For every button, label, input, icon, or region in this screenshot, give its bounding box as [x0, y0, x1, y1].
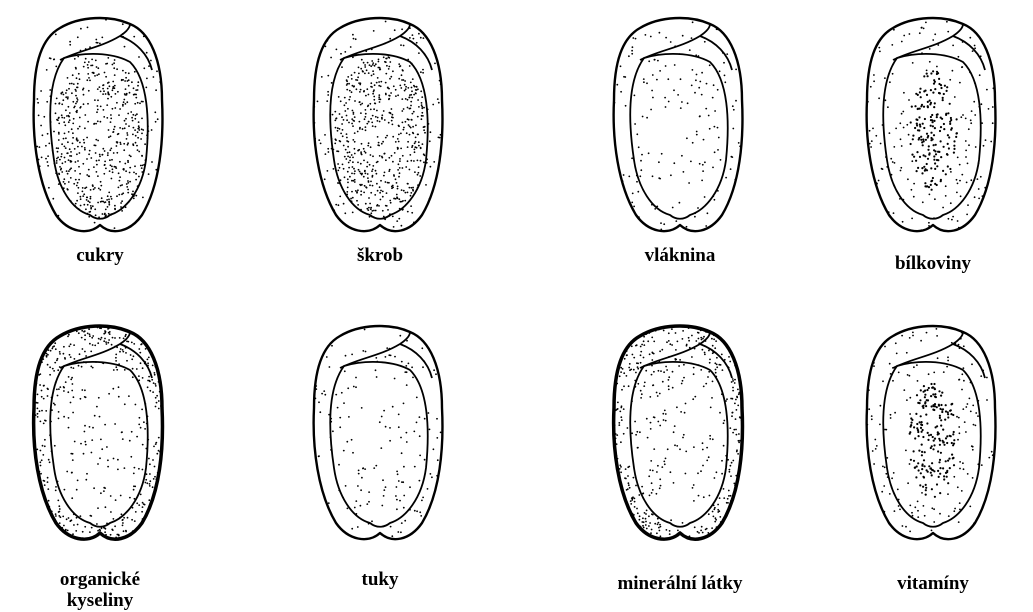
panel-skrob: škrob [280, 10, 480, 300]
tuber-cap-line [400, 36, 432, 70]
label-organicke-kyseliny-line2: kyseliny [0, 590, 200, 612]
tuber-cap-line [400, 344, 432, 378]
label-tuky: tuky [280, 569, 480, 591]
tuber-illustration-organicke-kyseliny [0, 318, 200, 548]
tuber-illustration-skrob [280, 10, 480, 240]
tuber-cap-line [953, 344, 985, 378]
label-vitaminy: vitamíny [833, 573, 1033, 595]
panel-bilkoviny: bílkoviny [833, 10, 1033, 300]
tuber-inner-outline [630, 54, 727, 219]
label-mineralni-latky: minerální látky [580, 573, 780, 595]
tuber-outer-outline [867, 326, 996, 539]
tuber-illustration-bilkoviny [833, 10, 1033, 240]
tuber-illustration-tuky [280, 318, 480, 548]
tuber-inner-outline [330, 362, 427, 527]
tuber-outer-outline [614, 326, 743, 539]
label-skrob: škrob [280, 245, 480, 267]
tuber-inner-outline [50, 362, 147, 527]
tuber-outer-outline [867, 18, 996, 231]
label-vlaknina: vláknina [580, 245, 780, 267]
tuber-cap-line [953, 36, 985, 70]
tuber-illustration-vitaminy [833, 318, 1033, 548]
tuber-outer-outline [314, 326, 443, 539]
panel-mineralni-latky: minerální látky [580, 318, 780, 608]
panel-vitaminy: vitamíny [833, 318, 1033, 608]
tuber-illustration-mineralni-latky [580, 318, 780, 548]
panel-cukry: cukry [0, 10, 200, 300]
tuber-inner-outline [883, 362, 980, 527]
label-bilkoviny: bílkoviny [833, 253, 1033, 275]
tuber-illustration-cukry [0, 10, 200, 240]
panel-tuky: tuky [280, 318, 480, 608]
label-organicke-kyseliny-line1: organické [0, 569, 200, 591]
tuber-inner-outline [883, 54, 980, 219]
panel-organicke-kyseliny: organické kyseliny [0, 318, 200, 608]
panel-vlaknina: vláknina [580, 10, 780, 300]
tuber-outer-outline [314, 18, 443, 231]
tuber-outer-outline [614, 18, 743, 231]
label-cukry: cukry [0, 245, 200, 267]
tuber-illustration-vlaknina [580, 10, 780, 240]
